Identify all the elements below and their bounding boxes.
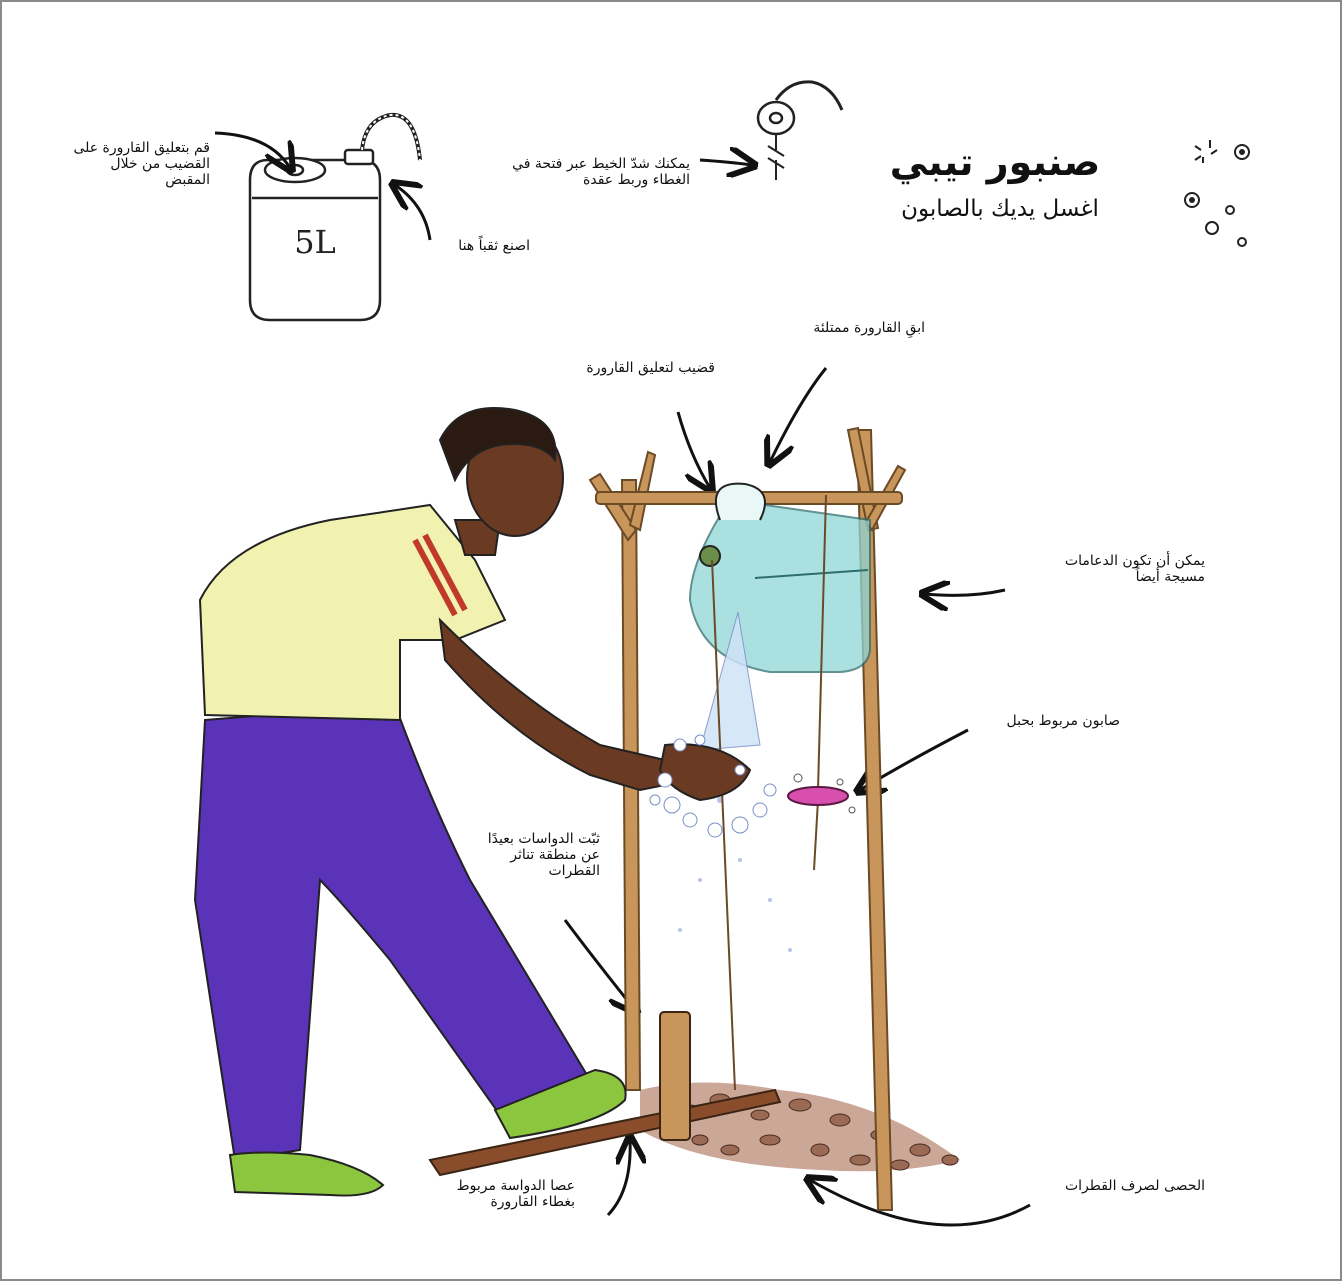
canister-capacity-label: 5L (294, 223, 336, 261)
page-subtitle: اغسل يديك بالصابون (880, 196, 1120, 222)
bubbles-icon (1185, 140, 1249, 246)
page-title: صنبور تيبي (880, 140, 1110, 184)
label-rod: قضيب لتعليق القارورة (540, 360, 715, 376)
label-pedal-stick: عصا الدواسة مربوط بغطاء القارورة (420, 1178, 575, 1210)
label-supports-fenced: يمكن أن تكون الدعامات مسيجة أيضاً (1015, 553, 1205, 585)
canister-drawing (250, 115, 420, 320)
water-bottle (690, 484, 870, 672)
label-hang-bottle: قم بتعليق القارورة على القضيب من خلال ال… (30, 140, 210, 188)
label-thread-knot: يمكنك شدّ الخيط عبر فتحة في الغطاء وربط … (470, 156, 690, 188)
label-make-hole: اصنع ثقباً هنا (415, 238, 530, 254)
label-gravel: الحصى لصرف القطرات (1020, 1178, 1205, 1194)
cap-with-string-drawing (758, 82, 842, 180)
label-pedal-away: ثبّت الدواسات بعيدًا عن منطقة تناثر القط… (440, 831, 600, 879)
label-keep-full: ابقِ القارورة ممتلئة (775, 320, 925, 336)
label-soap-rope: صابون مربوط بحبل (960, 713, 1120, 729)
